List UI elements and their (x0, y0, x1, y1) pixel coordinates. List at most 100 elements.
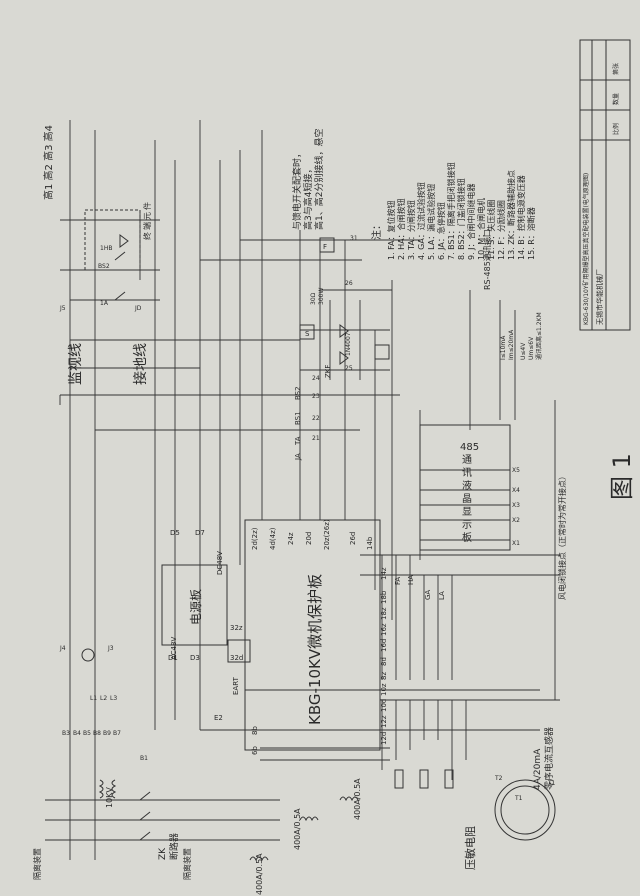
ct-ratio-label: 400A/0.5A (293, 808, 302, 850)
svg-text:液: 液 (462, 479, 472, 492)
svg-text:F: F (323, 243, 327, 251)
svg-text:讯: 讯 (462, 467, 472, 479)
comm-board-label: 485 通 讯 液 晶 显 示 板 (460, 442, 479, 544)
isolator-bottom-label: 隔离装置 (182, 848, 192, 880)
eart-label: EART (232, 676, 240, 695)
svg-text:T1: T1 (547, 780, 556, 787)
svg-text:J4: J4 (59, 645, 66, 652)
power-board-label: 电源板 (189, 589, 203, 625)
zero-seq-ct-ring (494, 779, 556, 841)
svg-text:6b: 6b (251, 746, 259, 755)
svg-text:ZKF: ZKF (324, 365, 332, 378)
pt-ratio-label: 10KV (105, 787, 114, 808)
svg-text:数量: 数量 (612, 93, 620, 105)
svg-text:ZK: ZK (158, 847, 168, 860)
power-32-box (227, 639, 251, 663)
component-boxes (84, 39, 631, 751)
svg-text:4A/20mA: 4A/20mA (533, 748, 543, 790)
switch-note: 与馈电开关配套时， 高3与高4短接， 高1、高2分别接线，悬空 (291, 129, 325, 230)
title-block: KBG-630/10Y矿用隔爆型高压真空配电装置(电气原理图) 无锡市华能机械厂… (582, 63, 620, 325)
button-labels: TA BS1 BS2 FA HA GA LA JA S ZKF F (294, 243, 446, 600)
svg-text:8d: 8d (380, 657, 388, 666)
svg-text:X4: X4 (512, 487, 520, 494)
svg-text:板: 板 (462, 531, 472, 544)
current-spec: I≤10mA Im≤20mA (500, 329, 515, 360)
svg-text:B9: B9 (103, 730, 111, 737)
main-board-bottom-pins: 12d 12z 10d 10z 8z 8d 16d 16z 18z 18b 14… (380, 567, 388, 745)
svg-text:D3: D3 (190, 654, 200, 662)
diode-label: 1N4007 (345, 332, 352, 356)
svg-text:BS2: BS2 (294, 386, 302, 400)
svg-text:6. JA：急停按钮: 6. JA：急停按钮 (436, 202, 446, 260)
svg-text:I≤10mA: I≤10mA (500, 335, 507, 360)
svg-text:终: 终 (142, 232, 152, 240)
svg-text:B7: B7 (113, 730, 121, 737)
svg-text:1A: 1A (100, 300, 109, 307)
ct-coil-1 (249, 856, 269, 862)
svg-text:14. B：控制电源变压器: 14. B：控制电源变压器 (516, 175, 526, 260)
svg-text:2d(2z): 2d(2z) (251, 527, 259, 550)
terminal-numbers: J5 JD J4 J3 B3 B4 B5 B8 B9 B7 L1 L2 L3 B… (59, 235, 556, 802)
voltage-spec: U≤4V Um≤6V 通讯距离≤1.2KM (520, 312, 543, 360)
relay-spec-label: 30Ω 300W (310, 288, 325, 305)
svg-text:12d: 12d (380, 732, 388, 745)
relay-s-box (299, 324, 315, 340)
svg-text:高1、高2分别接线，悬空: 高1、高2分别接线，悬空 (313, 129, 325, 230)
svg-text:J3: J3 (107, 645, 114, 652)
svg-text:14z: 14z (380, 567, 388, 580)
pressure-sensor-label: 压敏电阻 (463, 826, 477, 870)
power-pins: D1 D3 D5 D7 32d 32z E2 (168, 529, 243, 722)
power-board-box (161, 564, 228, 646)
svg-text:JA: JA (294, 453, 302, 461)
svg-text:J5: J5 (59, 305, 66, 312)
svg-text:1HB: 1HB (100, 245, 112, 252)
svg-text:X5: X5 (512, 467, 520, 474)
svg-text:注：: 注： (370, 220, 383, 240)
svg-text:X1: X1 (512, 540, 520, 547)
isolator-top-label: 隔离装置 (32, 848, 42, 880)
title-block-box (579, 39, 631, 331)
svg-text:TA: TA (294, 436, 302, 446)
svg-text:12z: 12z (380, 715, 388, 728)
wiring-group (45, 120, 560, 860)
notes-block: 注： 1. FA：复位按钮 2. HA：合闸按钮 3. TA：分闸按钮 4. G… (370, 162, 536, 260)
drawing-title: KBG-630/10Y矿用隔爆型高压真空配电装置(电气原理图) (582, 173, 590, 325)
relay-f-box (319, 237, 335, 253)
terminal-element-box (84, 209, 141, 271)
svg-text:断路器: 断路器 (168, 833, 180, 860)
svg-text:通: 通 (462, 454, 472, 466)
svg-text:晶: 晶 (462, 493, 472, 505)
svg-text:30Ω: 30Ω (310, 292, 317, 305)
svg-text:16d: 16d (380, 639, 388, 652)
svg-text:B3: B3 (62, 730, 70, 737)
svg-text:比例: 比例 (612, 123, 620, 135)
svg-text:JD: JD (134, 305, 142, 312)
ac48-label: AC48V (170, 637, 178, 660)
figure-label: 图 1 (608, 453, 636, 500)
svg-text:Im≤20mA: Im≤20mA (508, 329, 515, 360)
svg-text:26d: 26d (349, 532, 357, 545)
svg-text:4. GA：过流试验按钮: 4. GA：过流试验按钮 (416, 182, 426, 260)
svg-text:X3: X3 (512, 502, 520, 509)
svg-text:23: 23 (312, 393, 320, 400)
svg-text:FA: FA (394, 577, 402, 585)
svg-text:第张: 第张 (612, 63, 620, 75)
ct-coil-2 (299, 816, 319, 822)
comm-board-box (419, 424, 511, 551)
svg-text:2. HA：合闸按钮: 2. HA：合闸按钮 (396, 198, 406, 260)
high-signals-label: 高1 高2 高3 高4 (42, 125, 55, 200)
svg-text:D7: D7 (195, 529, 205, 537)
svg-text:5. LA：漏电试验按钮: 5. LA：漏电试验按钮 (426, 184, 436, 260)
text-layer: KBG-10KV微机保护板 电源板 图 1 监视线 接地线 压敏电阻 高1 高2… (32, 63, 636, 895)
svg-text:L2: L2 (100, 695, 107, 702)
svg-text:U≤4V: U≤4V (520, 342, 527, 360)
svg-text:元: 元 (143, 212, 152, 220)
zero-seq-ct-label: 4A/20mA 零序电流互感器 (533, 727, 555, 790)
company-name: 无锡市华能机械厂 (595, 269, 604, 325)
svg-text:T1: T1 (514, 795, 523, 802)
svg-text:20d: 20d (305, 532, 313, 545)
ct-coil-3 (339, 796, 359, 802)
svg-text:Um≤6V: Um≤6V (528, 336, 535, 360)
svg-text:显: 显 (462, 506, 472, 518)
svg-text:B8: B8 (93, 730, 101, 737)
